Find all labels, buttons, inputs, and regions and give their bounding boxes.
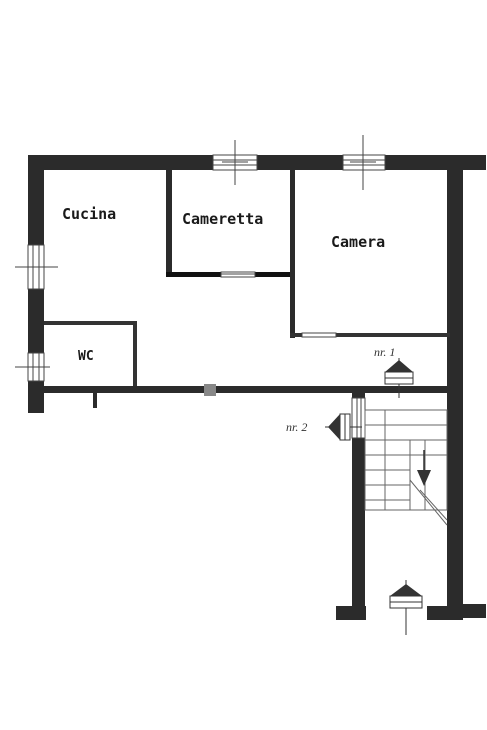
- wall-cameretta-left: [166, 170, 172, 276]
- room-label-wc: WC: [78, 349, 94, 364]
- window-top-cameretta: [212, 140, 258, 185]
- window-top-camera: [342, 135, 386, 190]
- stair-arrow-icon: [417, 450, 431, 486]
- window-left-cucina: [15, 244, 58, 290]
- wall-apartment-bottom: [44, 386, 449, 393]
- column-marker: [204, 384, 216, 396]
- reference-label-nr2: nr. 2: [286, 420, 307, 434]
- room-label-camera: Camera: [331, 233, 385, 251]
- room-label-cucina: Cucina: [62, 205, 116, 223]
- wall-stair-left: [352, 393, 365, 619]
- door-stairwell: [351, 397, 366, 439]
- wall-stair-bottom: [336, 606, 366, 620]
- wall-cameretta-bottom-right: [255, 272, 295, 277]
- wall-wc-top: [44, 321, 137, 325]
- stair-outline: [364, 409, 448, 511]
- wall-camera-bottom: [290, 333, 450, 337]
- door-cameretta: [220, 271, 256, 278]
- room-label-cameretta: Cameretta: [182, 210, 263, 228]
- wall-camera-left: [290, 170, 295, 338]
- wall-bottom-right: [463, 604, 486, 618]
- section-marker-bottom: [389, 580, 423, 635]
- windows: [15, 135, 386, 439]
- wall-stair-bottom-2: [427, 606, 463, 620]
- section-marker-1: [384, 358, 414, 398]
- wall-wc-right: [133, 321, 137, 391]
- window-left-wc: [15, 352, 50, 382]
- reference-label-nr1: nr. 1: [374, 345, 395, 359]
- wall-stub: [93, 392, 97, 408]
- staircase: [364, 409, 448, 526]
- door-camera: [301, 332, 337, 338]
- section-marker-2: [325, 413, 362, 441]
- wall-cameretta-bottom-left: [166, 272, 221, 277]
- interior-walls: [44, 170, 463, 620]
- wall-right-outer: [447, 165, 463, 619]
